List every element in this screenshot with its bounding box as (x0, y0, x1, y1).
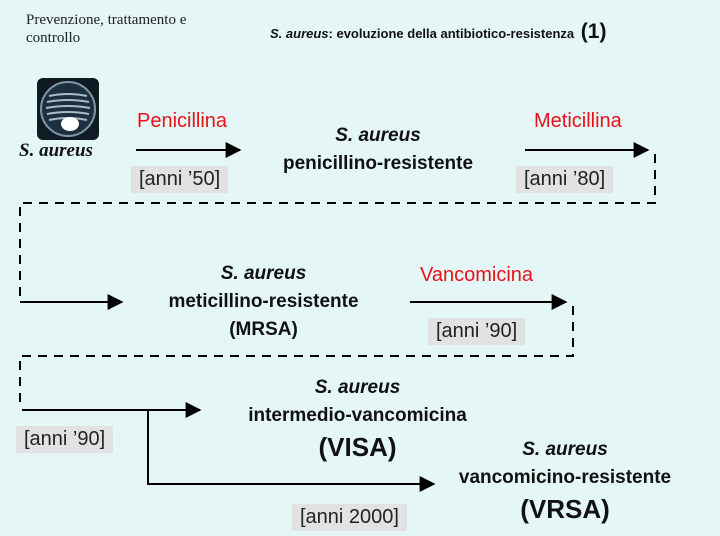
title-species: S. aureus (270, 26, 329, 41)
era-anni-90-a: [anni ’90] (428, 318, 526, 345)
org-species: S. aureus (335, 125, 421, 146)
era-anni-90-b: [anni ’90] (16, 426, 114, 453)
org-desc: penicillino-resistente (282, 153, 474, 174)
org-species: S. aureus (522, 439, 608, 460)
org-desc: intermedio-vancomicina (248, 405, 467, 426)
petri-dish-image (37, 78, 99, 140)
start-organism-label: S. aureus (19, 140, 93, 161)
title-rest: : evoluzione della antibiotico-resistenz… (328, 26, 575, 41)
drug-penicillina: Penicillina (137, 110, 228, 132)
arrow-to-vrsa (147, 410, 436, 492)
organism-penicillino-resistente: S. aureus penicillino-resistente (258, 122, 498, 178)
org-acronym: (VRSA) (520, 494, 610, 524)
era-anni-80: [anni ’80] (516, 166, 614, 193)
dashed-connector-1 (19, 154, 656, 300)
organism-visa: S. aureus intermedio-vancomicina (VISA) (210, 374, 505, 464)
title-number: (1) (580, 20, 607, 43)
org-species: S. aureus (220, 263, 307, 284)
org-desc: meticillino-resistente (168, 291, 359, 312)
org-desc: vancomicino-resistente (458, 467, 672, 488)
dashed-connector-2 (19, 306, 574, 408)
slide-title: S. aureus: evoluzione della antibiotico-… (270, 20, 606, 44)
era-anni-50: [anni ’50] (131, 166, 229, 193)
organism-vrsa: S. aureus vancomicino-resistente (VRSA) (425, 436, 705, 526)
org-acronym: (MRSA) (229, 319, 298, 340)
organism-mrsa: S. aureus meticillino-resistente (MRSA) (136, 260, 391, 344)
era-anni-2000: [anni 2000] (292, 504, 407, 531)
drug-vancomicina: Vancomicina (420, 264, 534, 286)
section-label: Prevenzione, trattamento e controllo (26, 12, 187, 46)
drug-meticillina: Meticillina (534, 110, 622, 132)
org-species: S. aureus (314, 377, 401, 398)
org-acronym: (VISA) (318, 432, 397, 462)
